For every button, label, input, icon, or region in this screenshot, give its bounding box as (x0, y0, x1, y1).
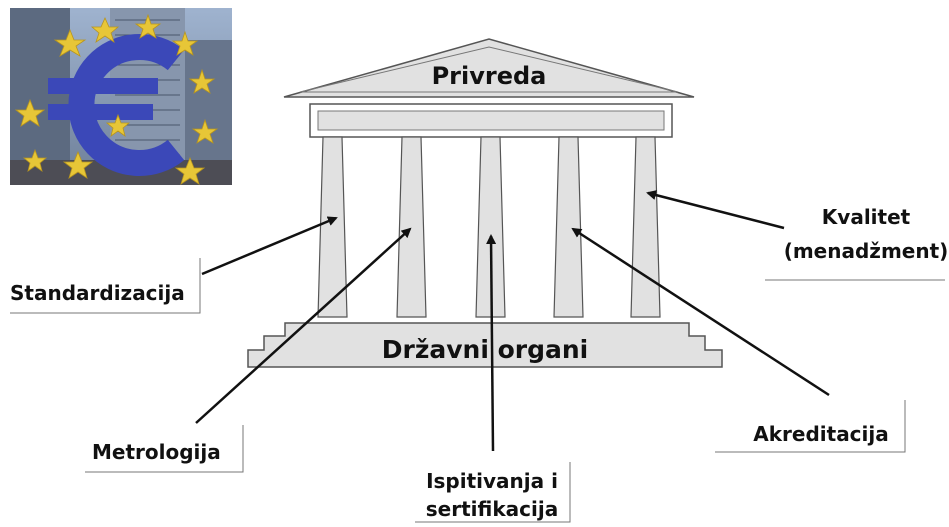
arrow-ispitivanja (486, 234, 497, 452)
temple-base (247, 322, 723, 368)
label-brackets (10, 258, 945, 523)
label-kvalitet-line1: Kvalitet (822, 205, 911, 229)
label-standardizacija: Standardizacija (10, 281, 185, 305)
label-kvalitet-line2: (menadžment) (784, 239, 949, 263)
temple: Privreda Državni organi (247, 38, 723, 368)
column-metrologija (396, 136, 427, 318)
column-kvalitet (630, 136, 661, 318)
column-ispitivanja (475, 136, 506, 318)
euro-sculpture-photo (10, 8, 232, 185)
arrow-standardizacija (201, 216, 338, 276)
label-ispitivanja-line1: Ispitivanja i (426, 469, 558, 493)
column-akreditacija (553, 136, 584, 318)
label-akreditacija: Akreditacija (753, 422, 889, 446)
star-icons (14, 13, 219, 185)
label-metrologija: Metrologija (92, 440, 221, 464)
arrow-akreditacija (571, 227, 830, 397)
arrows (195, 190, 830, 452)
arrow-kvalitet (646, 190, 785, 230)
label-ispitivanja-line2: sertifikacija (426, 497, 558, 521)
temple-roof (283, 38, 695, 98)
arrow-metrologija (195, 227, 412, 424)
roof-label: Privreda (432, 62, 547, 90)
base-label: Državni organi (382, 335, 589, 364)
column-standardizacija (317, 136, 348, 318)
